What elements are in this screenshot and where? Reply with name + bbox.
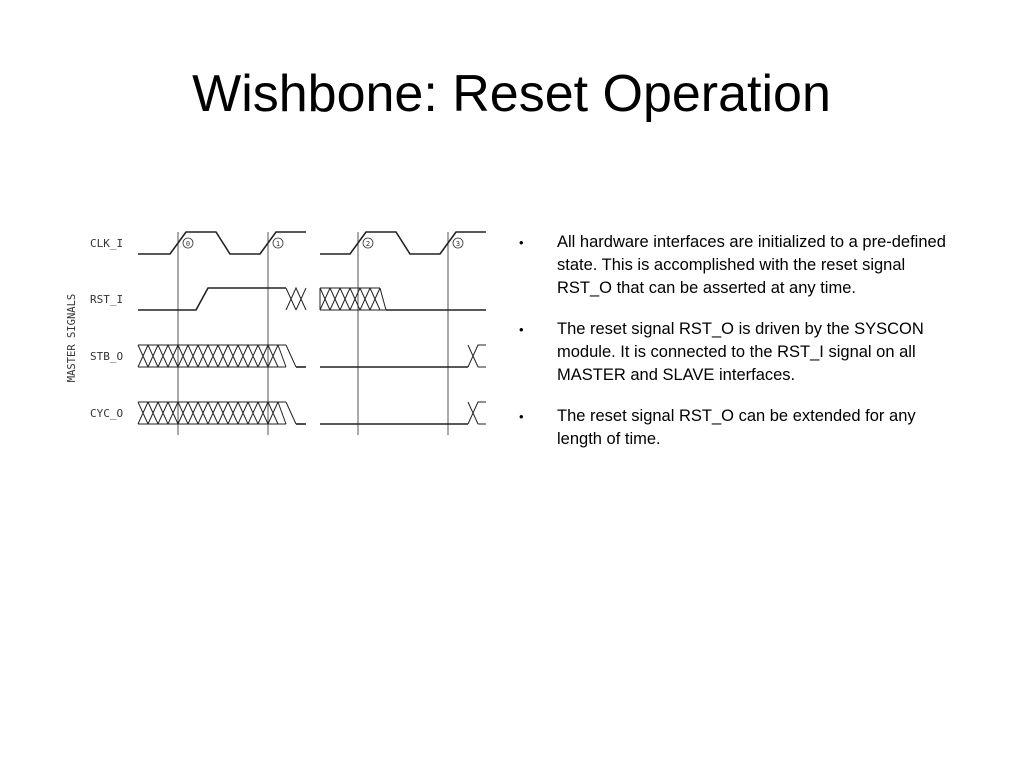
bullet-item: • All hardware interfaces are initialize… bbox=[518, 231, 958, 300]
bullet-marker: • bbox=[519, 409, 524, 424]
clock-edge-marker-3: 3 bbox=[452, 237, 464, 249]
clock-edge-marker-0: 0 bbox=[182, 237, 194, 249]
rst-waveform bbox=[138, 287, 486, 311]
clock-edge-lines bbox=[177, 232, 449, 435]
bullet-marker: • bbox=[519, 322, 524, 337]
signal-label-rst: RST_I bbox=[90, 293, 123, 306]
bullet-text: The reset signal RST_O can be extended f… bbox=[557, 407, 916, 448]
svg-text:3: 3 bbox=[456, 240, 460, 248]
clock-edge-marker-2: 2 bbox=[362, 237, 374, 249]
bullet-item: • The reset signal RST_O is driven by th… bbox=[518, 318, 958, 387]
cyc-waveform bbox=[137, 401, 486, 425]
rst-undefined-region bbox=[285, 286, 387, 311]
svg-text:2: 2 bbox=[366, 240, 370, 248]
master-signals-label: MASTER SIGNALS bbox=[66, 294, 78, 383]
signal-label-clk: CLK_I bbox=[90, 237, 123, 250]
bullet-item: • The reset signal RST_O can be extended… bbox=[518, 405, 958, 451]
signal-label-stb: STB_O bbox=[90, 350, 123, 363]
signal-label-cyc: CYC_O bbox=[90, 407, 123, 420]
reset-timing-diagram: MASTER SIGNALS CLK_I RST_I STB_O CYC_O 0… bbox=[66, 231, 486, 435]
stb-waveform bbox=[137, 344, 486, 368]
bullet-marker: • bbox=[519, 235, 524, 250]
clk-waveform bbox=[138, 231, 486, 255]
slide-title: Wishbone: Reset Operation bbox=[192, 65, 831, 123]
bullet-list: • All hardware interfaces are initialize… bbox=[518, 231, 958, 469]
bullet-text: The reset signal RST_O is driven by the … bbox=[557, 320, 924, 384]
svg-text:1: 1 bbox=[276, 240, 280, 248]
svg-text:0: 0 bbox=[186, 240, 190, 248]
clock-edge-marker-1: 1 bbox=[272, 237, 284, 249]
bullet-text: All hardware interfaces are initialized … bbox=[557, 233, 946, 297]
